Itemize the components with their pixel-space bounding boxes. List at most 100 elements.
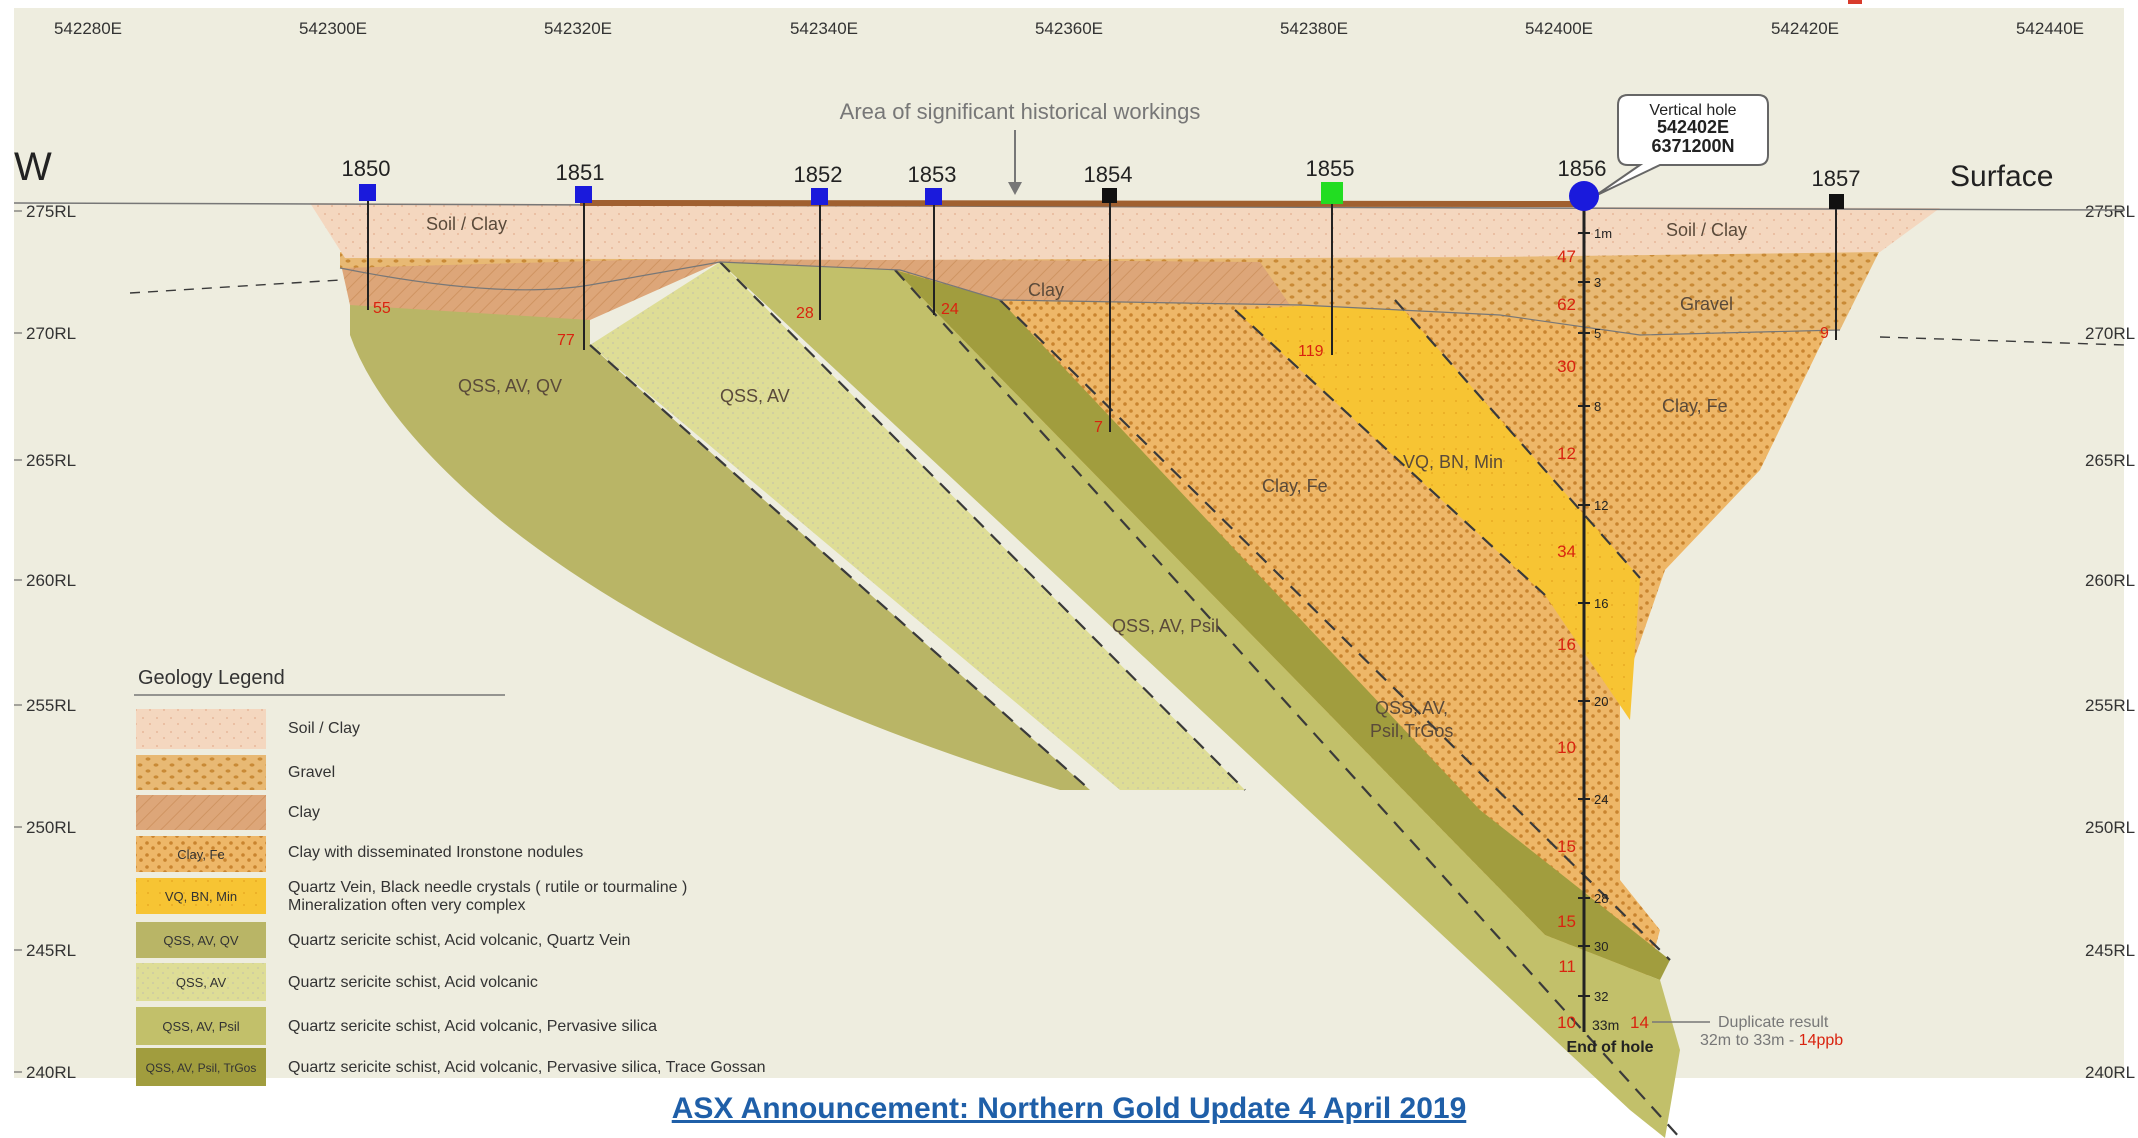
label-trgos-2: Psil,TrGos (1370, 721, 1453, 741)
easting-label: 542440E (2016, 19, 2084, 38)
assay-value: 62 (1557, 295, 1576, 314)
rl-label-right: 260RL (2085, 571, 2135, 590)
qss-av-qv-unit (350, 270, 1090, 790)
qss-av-unit (590, 262, 1245, 790)
arrow-head (1008, 182, 1022, 195)
hole-id: 1850 (342, 156, 391, 181)
hole-result: 24 (941, 301, 959, 318)
legend-swatch-qss-av (136, 963, 266, 1001)
legend-item-text: Soil / Clay (288, 720, 360, 737)
hole-result: 28 (796, 305, 814, 322)
collar-marker[interactable] (1102, 188, 1117, 203)
vertical-hole-callout (1594, 94, 1769, 197)
clay-fe-unit (870, 215, 1870, 1040)
rl-label-left: 265RL (26, 451, 76, 470)
rl-label-right: 270RL (2085, 324, 2135, 343)
label-qss-av: QSS, AV (720, 386, 790, 406)
rl-label-left: 245RL (26, 941, 76, 960)
corner-marker (1848, 0, 1862, 4)
legend-swatch-trgos (136, 1048, 266, 1086)
depth-label: 33m (1592, 1017, 1619, 1033)
qss-av-psil-unit (720, 262, 1680, 1138)
geology-legend: Geology Legend Clay, Fe VQ, BN, Min QSS,… (134, 667, 766, 1086)
assay-value: 10 (1557, 738, 1576, 757)
label-vq: VQ, BN, Min (1403, 452, 1503, 472)
contact-line (719, 261, 1246, 791)
collar-marker[interactable] (575, 186, 592, 203)
workings-strip (579, 200, 1581, 207)
label-qss-av-qv: QSS, AV, QV (458, 376, 562, 396)
assay-value: 16 (1557, 635, 1576, 654)
legend-swatch-label: Clay, Fe (177, 847, 224, 862)
hole-id: 1857 (1812, 166, 1861, 191)
rl-label-left: 275RL (26, 202, 76, 221)
legend-item-text: Quartz sericite schist, Acid volcanic, P… (288, 1059, 766, 1076)
legend-item-text-2: Mineralization often very complex (288, 897, 525, 914)
assay-value: 11 (1558, 957, 1576, 976)
assay-value: 15 (1557, 912, 1576, 931)
legend-swatch-vq (136, 878, 266, 914)
legend-swatch-qss-av-psil (136, 1007, 266, 1045)
duplicate-ppb: 14ppb (1799, 1032, 1844, 1049)
label-soil-left: Soil / Clay (426, 214, 507, 234)
historical-workings-note: Area of significant historical workings (840, 99, 1201, 124)
hole-id: 1856 (1558, 156, 1607, 181)
collar-marker[interactable] (811, 188, 828, 205)
easting-label: 542300E (299, 19, 367, 38)
rl-label-left: 270RL (26, 324, 76, 343)
gravel-unit (340, 250, 1880, 335)
legend-item-text: Clay with disseminated Ironstone nodules (288, 844, 583, 861)
hole-result: 7 (1094, 419, 1103, 436)
label-clay-fe-right: Clay, Fe (1662, 396, 1728, 416)
legend-item-text: Quartz sericite schist, Acid volcanic (288, 974, 538, 991)
label-clay-fe-center: Clay, Fe (1262, 476, 1328, 496)
hole-id: 1855 (1306, 156, 1355, 181)
easting-label: 542280E (54, 19, 122, 38)
rl-label-right: 275RL (2085, 202, 2135, 221)
hole-result: 77 (557, 332, 575, 349)
legend-swatch-clay (136, 795, 266, 830)
assay-value: 47 (1557, 247, 1576, 266)
collar-marker[interactable] (1321, 182, 1343, 204)
water-table-line (129, 279, 2126, 346)
legend-swatch-label: QSS, AV (176, 975, 227, 990)
collar-marker[interactable] (359, 184, 376, 201)
rl-label-right: 255RL (2085, 696, 2135, 715)
collar-marker[interactable] (925, 188, 942, 205)
depth-label: 3 (1594, 275, 1601, 290)
label-trgos-1: QSS, AV, (1375, 698, 1448, 718)
contact-line (894, 269, 1681, 1138)
collar-marker[interactable] (1829, 194, 1844, 209)
depth-label: 8 (1594, 399, 1601, 414)
rl-label-left: 250RL (26, 818, 76, 837)
legend-item-text: Clay (288, 804, 320, 821)
hole-result: 119 (1298, 343, 1324, 360)
duplicate-note-line1: Duplicate result (1718, 1014, 1829, 1031)
depth-label: 28 (1594, 891, 1608, 906)
west-label: W (14, 145, 52, 189)
depth-label: 5 (1594, 326, 1601, 341)
announcement-link[interactable]: ASX Announcement: Northern Gold Update 4… (671, 1092, 1467, 1125)
contact-line (1394, 299, 1641, 579)
rl-label-left: 260RL (26, 571, 76, 590)
label-qss-av-psil: QSS, AV, Psil (1112, 616, 1219, 636)
depth-label: 16 (1594, 596, 1608, 611)
collar-marker[interactable] (1569, 181, 1599, 211)
easting-label: 542340E (790, 19, 858, 38)
hole-id: 1851 (556, 160, 605, 185)
hole-id: 1854 (1084, 162, 1133, 187)
depth-label: 32 (1594, 989, 1608, 1004)
hole-id: 1852 (794, 162, 843, 187)
easting-label: 542420E (1771, 19, 1839, 38)
depth-label: 30 (1594, 939, 1608, 954)
legend-swatch-label: QSS, AV, Psil, TrGos (146, 1061, 257, 1075)
rl-label-right: 265RL (2085, 451, 2135, 470)
legend-swatch-label: QSS, AV, Psil (162, 1019, 239, 1034)
label-gravel: Gravel (1680, 294, 1733, 314)
legend-swatch-qss-av-qv (136, 922, 266, 958)
rl-label-left: 255RL (26, 696, 76, 715)
legend-swatch-soil (136, 709, 266, 749)
qss-av-psil-trgos-unit (895, 270, 1670, 980)
legend-swatch-gravel (136, 755, 266, 790)
vertical-hole-line2: 542402E (1657, 117, 1729, 137)
